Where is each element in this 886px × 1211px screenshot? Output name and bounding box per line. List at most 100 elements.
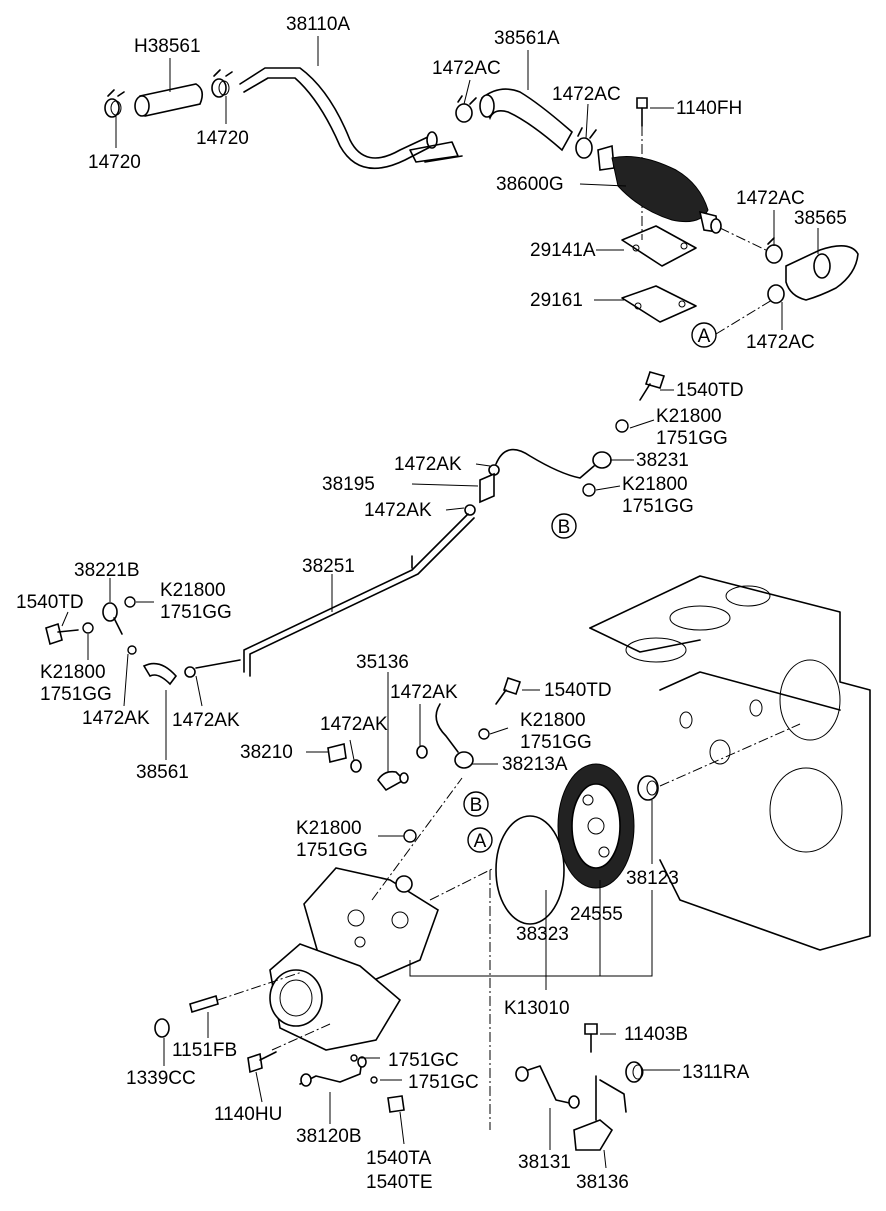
bolt-1540td-mid xyxy=(495,676,522,705)
ref-circle-a-top: A xyxy=(691,322,717,348)
label-35136: 35136 xyxy=(356,652,409,673)
banjo-38231 xyxy=(495,448,612,479)
hose-35136 xyxy=(377,770,409,792)
label-k21800-d: K21800 xyxy=(40,662,106,683)
label-k21800-f: K21800 xyxy=(296,818,362,839)
label-29161: 29161 xyxy=(530,290,583,311)
ref-circle-b-low: B xyxy=(463,791,489,817)
ref-a-label: A xyxy=(698,326,711,347)
oil-line-assembly xyxy=(45,371,666,686)
clamp-1472ac-4 xyxy=(767,284,785,304)
ref-circle-a-low: A xyxy=(467,827,493,853)
oring-1751gc-b xyxy=(370,1076,378,1084)
label-1472ak-c: 1472AK xyxy=(82,708,150,729)
label-1472ac-4: 1472AC xyxy=(746,332,815,353)
label-29141a: 29141A xyxy=(530,240,596,261)
compressor-body xyxy=(269,867,439,1051)
label-1472ac-3: 1472AC xyxy=(736,188,805,209)
hose-h38561 xyxy=(134,83,204,117)
ref-circle-b-mid: B xyxy=(551,513,577,539)
label-1751gg-top: 1751GG xyxy=(656,428,728,449)
spacer-1311ra xyxy=(625,1061,644,1083)
ref-b-low-label: B xyxy=(470,795,483,816)
label-1311ra: 1311RA xyxy=(682,1062,750,1083)
label-1751gg-d: 1751GG xyxy=(40,684,112,705)
label-1751gg-e: 1751GG xyxy=(520,732,592,753)
label-38123: 38123 xyxy=(626,868,679,889)
label-38221b: 38221B xyxy=(74,560,140,581)
label-14720-left: 14720 xyxy=(88,152,141,173)
label-1140hu: 1140HU xyxy=(214,1104,282,1125)
bolt-11403b xyxy=(584,1023,598,1053)
clamp-1472ac-1 xyxy=(455,95,477,123)
hose-38561 xyxy=(142,659,241,686)
label-k21800-b: K21800 xyxy=(622,474,688,495)
pipe-38110a xyxy=(239,67,463,170)
hose-assembly-upper xyxy=(104,67,859,335)
engine-block xyxy=(589,575,871,951)
label-38251: 38251 xyxy=(302,556,355,577)
hose-38561a xyxy=(479,88,574,152)
leader-lines xyxy=(61,36,819,1169)
label-14720-right: 14720 xyxy=(196,128,249,149)
label-38213a: 38213A xyxy=(502,754,568,775)
clamp-14720-left xyxy=(104,89,125,118)
label-1472ak-e: 1472AK xyxy=(390,682,458,703)
gasket-38323 xyxy=(495,815,565,925)
stud-1151fb xyxy=(189,994,219,1014)
label-1140fh: 1140FH xyxy=(676,98,742,119)
label-1540td-top: 1540TD xyxy=(676,380,744,401)
plate-29161 xyxy=(621,285,697,323)
compressor-assembly xyxy=(154,676,659,1151)
part-labels: H38561 38110A 38561A 1472AC 1472AC 1140F… xyxy=(16,14,847,1193)
washer-mid xyxy=(478,728,490,740)
label-38323: 38323 xyxy=(516,924,569,945)
label-k13010: K13010 xyxy=(504,998,570,1019)
label-h38561: H38561 xyxy=(134,36,201,57)
label-1540te: 1540TE xyxy=(366,1172,433,1193)
label-1751gg-c: 1751GG xyxy=(160,602,232,623)
ref-a-low-label: A xyxy=(474,831,487,852)
label-38561: 38561 xyxy=(136,762,189,783)
label-1540td-left: 1540TD xyxy=(16,592,84,613)
label-38131: 38131 xyxy=(518,1152,571,1173)
fitting-38210 xyxy=(327,743,362,773)
clamp-1472ak-f xyxy=(416,745,428,759)
label-1751gg-b: 1751GG xyxy=(622,496,694,517)
label-1540ta: 1540TA xyxy=(366,1148,431,1169)
label-k21800-top: K21800 xyxy=(656,406,722,427)
bolt-1540ta xyxy=(387,1095,405,1113)
label-38120b: 38120B xyxy=(296,1126,362,1147)
label-1751gg-f: 1751GG xyxy=(296,840,368,861)
label-1540td-mid: 1540TD xyxy=(544,680,612,701)
nut-1339cc xyxy=(154,1018,170,1038)
label-1472ac-2: 1472AC xyxy=(552,84,621,105)
bolt-1540td-top xyxy=(639,371,666,401)
label-38210: 38210 xyxy=(240,742,293,763)
label-1339cc: 1339CC xyxy=(126,1068,196,1089)
sleeve-38195 xyxy=(464,464,500,516)
label-38600g: 38600G xyxy=(496,174,564,195)
oring-1751gc-a xyxy=(350,1054,358,1062)
washer-top-1 xyxy=(615,419,629,433)
ref-b-label: B xyxy=(558,517,571,538)
fitting-38221b xyxy=(82,596,137,655)
nut-38123 xyxy=(637,775,659,801)
label-38110a: 38110A xyxy=(286,14,350,35)
label-1472ak-f: 1472AK xyxy=(320,714,388,735)
label-38565: 38565 xyxy=(794,208,847,229)
label-38231: 38231 xyxy=(636,450,689,471)
muffler-38600g xyxy=(597,144,771,253)
clamp-1472ac-2 xyxy=(575,127,597,159)
pipe-38251 xyxy=(243,513,475,677)
label-38195: 38195 xyxy=(322,474,375,495)
bolt-1140hu xyxy=(247,1051,277,1074)
label-24555: 24555 xyxy=(570,904,623,925)
pipe-38120b xyxy=(299,1056,367,1087)
label-1472ak-d: 1472AK xyxy=(172,710,240,731)
label-1751gc-b: 1751GC xyxy=(408,1072,479,1093)
pipe-38131 xyxy=(515,1065,580,1109)
gasket-29141a xyxy=(621,225,697,267)
label-1751gc-a: 1751GC xyxy=(388,1050,459,1071)
bolt-1540td-left xyxy=(45,622,79,646)
